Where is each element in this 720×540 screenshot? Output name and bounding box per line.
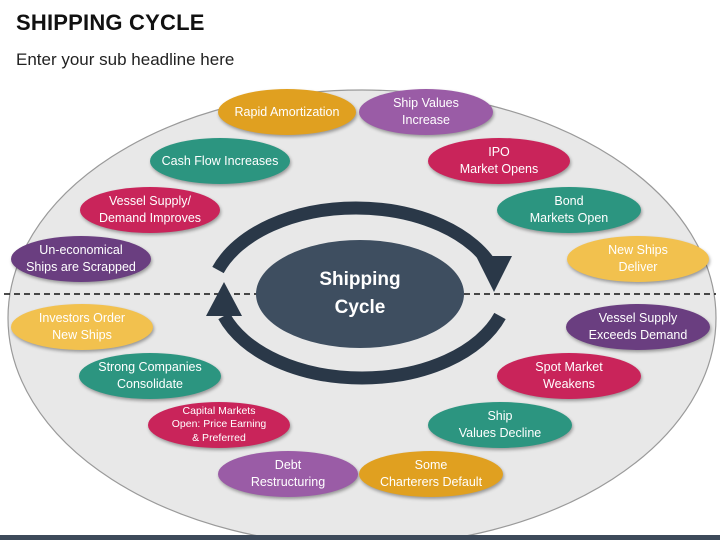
step-ship-values-increase: Ship Values Increase (359, 89, 493, 135)
cycle-arrow-bottom (218, 312, 506, 385)
cycle-arrowhead-right (476, 256, 512, 292)
center-node (256, 240, 464, 348)
cycle-arrow-top (212, 201, 500, 274)
footer-bar (0, 535, 720, 540)
step-strong-companies-consolidate: Strong Companies Consolidate (79, 353, 221, 399)
step-ship-values-decline: Ship Values Decline (428, 402, 572, 448)
step-new-ships-deliver: New Ships Deliver (567, 236, 709, 282)
step-ipo-market-opens: IPO Market Opens (428, 138, 570, 184)
step-some-charterers-default: Some Charterers Default (359, 451, 503, 497)
page-title: SHIPPING CYCLE (16, 10, 205, 35)
center-node-label: Shipping Cycle (319, 268, 401, 319)
step-uneconomical-ships-scrapped: Un-economical Ships are Scrapped (11, 236, 151, 282)
step-spot-market-weakens: Spot Market Weakens (497, 353, 641, 399)
step-rapid-amortization: Rapid Amortization (218, 89, 356, 135)
step-vessel-supply-demand-improves: Vessel Supply/ Demand Improves (80, 187, 220, 233)
cycle-arrowhead-left (206, 282, 242, 316)
page-subtitle: Enter your sub headline here (16, 50, 235, 69)
step-cash-flow-increases: Cash Flow Increases (150, 138, 290, 184)
step-capital-markets-open: Capital Markets Open: Price Earning & Pr… (148, 402, 290, 448)
step-bond-markets-open: Bond Markets Open (497, 187, 641, 233)
step-vessel-supply-exceeds-demand: Vessel Supply Exceeds Demand (566, 304, 710, 350)
step-debt-restructuring: Debt Restructuring (218, 451, 358, 497)
step-investors-order-new-ships: Investors Order New Ships (11, 304, 153, 350)
